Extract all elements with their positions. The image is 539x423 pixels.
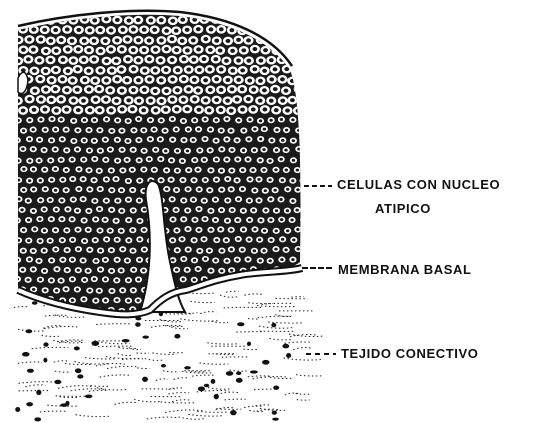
label-celulas-line2: ATIPICO [375,201,431,216]
label-membrana-basal: MEMBRANA BASAL [338,262,472,277]
label-tejido-conectivo: TEJIDO CONECTIVO [341,346,478,361]
label-celulas-line1: CELULAS CON NUCLEO [337,177,500,192]
